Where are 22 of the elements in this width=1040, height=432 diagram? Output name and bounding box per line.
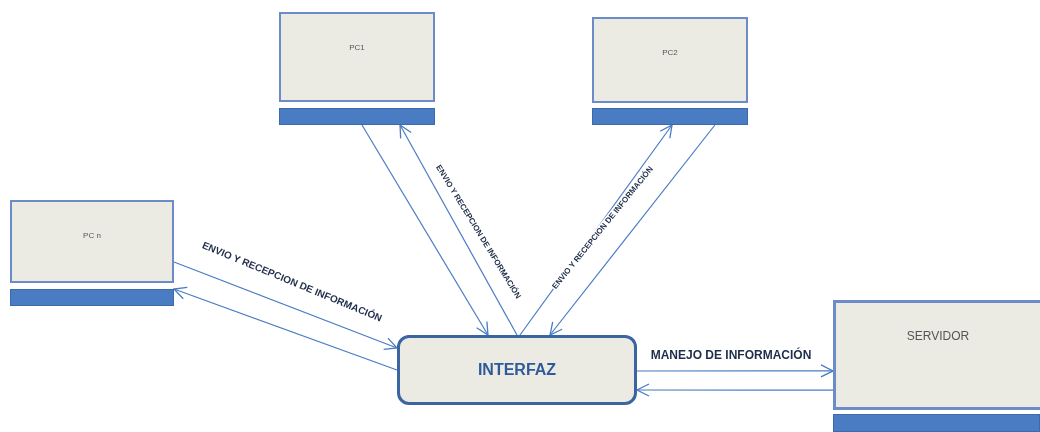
computer-box	[279, 12, 435, 102]
arrow	[549, 124, 716, 336]
arrow	[636, 383, 834, 397]
process-box	[397, 335, 637, 405]
node-label: SERVIDOR	[906, 328, 970, 345]
arrow	[173, 286, 398, 371]
base-bar	[833, 414, 1040, 432]
edge-label: MANEJO DE INFORMACIÓN	[649, 348, 813, 362]
arrow	[636, 364, 834, 378]
node-label: INTERFAZ	[477, 360, 557, 380]
arrow	[361, 124, 489, 336]
node-label: PC1	[349, 42, 365, 54]
computer-box	[10, 200, 174, 283]
arrow	[173, 261, 398, 350]
node-label: PC n	[83, 230, 101, 242]
arrow	[399, 124, 518, 336]
base-bar	[592, 108, 748, 125]
server-box	[833, 300, 1040, 410]
base-bar	[10, 289, 174, 306]
node-label: PC2	[662, 47, 678, 59]
computer-box	[592, 17, 748, 103]
base-bar	[279, 108, 435, 125]
